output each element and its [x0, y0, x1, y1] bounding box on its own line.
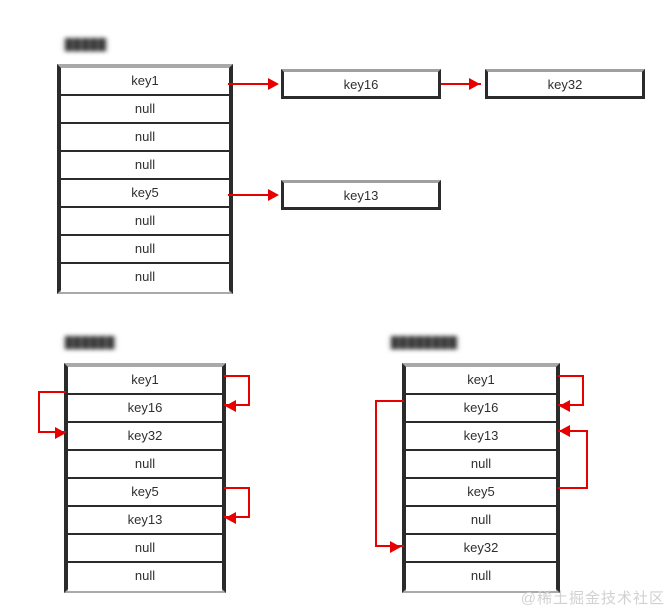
table-row: key1	[68, 367, 222, 395]
link-key5-to-key13	[224, 487, 250, 518]
table-row: key5	[61, 180, 229, 208]
link-arrow-icon	[390, 541, 401, 553]
link-arrow-icon	[559, 400, 570, 412]
table-row: key5	[406, 479, 556, 507]
table-row: key32	[68, 423, 222, 451]
table-row: key1	[61, 68, 229, 96]
link-key1-to-key16	[558, 375, 584, 406]
top-section-caption: █████	[62, 38, 110, 52]
table-row: null	[61, 96, 229, 124]
chain-node-key16: key16	[281, 69, 441, 99]
bucket-array-linear-probe: key1 key16 key32 null key5 key13 null nu…	[64, 363, 226, 593]
bottom-right-section-caption: ████████	[388, 336, 461, 350]
bottom-left-section-caption: ██████	[62, 336, 118, 350]
chain-link-line	[228, 194, 274, 196]
table-row: null	[68, 535, 222, 563]
chain-node-key32: key32	[485, 69, 645, 99]
link-arrow-icon	[559, 425, 570, 437]
chain-arrow-icon	[268, 78, 279, 90]
link-arrow-icon	[225, 400, 236, 412]
chain-arrow-icon	[268, 189, 279, 201]
bucket-array-chained: key1 null null null key5 null null null	[57, 64, 233, 294]
table-row: null	[61, 264, 229, 292]
table-row: null	[61, 236, 229, 264]
table-row: key32	[406, 535, 556, 563]
table-row: key16	[406, 395, 556, 423]
table-row: null	[68, 451, 222, 479]
table-row: null	[406, 507, 556, 535]
table-row: key13	[406, 423, 556, 451]
link-key5-to-key13	[558, 430, 588, 489]
watermark: @稀土掘金技术社区	[520, 590, 665, 607]
chain-node-key13: key13	[281, 180, 441, 210]
table-row: null	[68, 563, 222, 591]
link-arrow-icon	[225, 512, 236, 524]
chain-arrow-icon	[469, 78, 480, 90]
bucket-array-rehashed: key1 key16 key13 null key5 null key32 nu…	[402, 363, 560, 593]
link-key16-to-key32	[38, 391, 66, 433]
table-row: key1	[406, 367, 556, 395]
table-row: key16	[68, 395, 222, 423]
table-row: null	[61, 152, 229, 180]
link-arrow-icon	[55, 427, 66, 439]
table-row: null	[406, 563, 556, 591]
link-key16-to-key32	[375, 400, 404, 547]
link-key1-to-key16	[224, 375, 250, 406]
chain-link-line	[441, 83, 481, 85]
chain-link-line	[228, 83, 274, 85]
table-row: key5	[68, 479, 222, 507]
table-row: null	[61, 208, 229, 236]
table-row: null	[61, 124, 229, 152]
table-row: null	[406, 451, 556, 479]
table-row: key13	[68, 507, 222, 535]
